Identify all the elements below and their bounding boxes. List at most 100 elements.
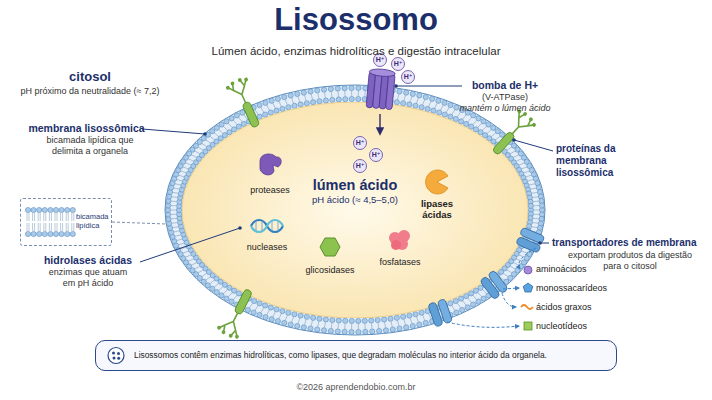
lipid-head	[382, 317, 387, 322]
lipid-head	[377, 328, 382, 333]
lipid-tail	[177, 239, 182, 240]
lipid-tail	[206, 140, 210, 143]
lipid-head	[519, 171, 524, 176]
lipid-head	[167, 194, 172, 199]
lipid-head	[219, 293, 224, 298]
lipid-tail	[219, 287, 223, 291]
glycan-chain	[218, 309, 246, 339]
lipid-tail	[491, 133, 495, 136]
lipid-head	[486, 293, 491, 298]
lipid-tail	[27, 213, 29, 231]
lipid-head	[236, 124, 241, 129]
lipid-tail	[404, 319, 405, 324]
transporter-half	[428, 302, 443, 327]
region-note: pH próximo da neutralidade (≈ 7,2)	[8, 86, 172, 97]
lipid-head	[504, 279, 509, 284]
membrane-protein	[486, 107, 538, 161]
lipid-tail	[239, 298, 242, 302]
lipid-head	[523, 179, 528, 184]
leader-line	[540, 243, 549, 244]
callout-heading: proteínas da membrana lisossômica	[556, 143, 661, 179]
lipid-head	[330, 97, 335, 102]
lipid-tail	[338, 91, 339, 96]
lipid-head	[410, 91, 415, 96]
lipid-head	[528, 199, 533, 204]
lipid-head	[166, 203, 171, 208]
lipid-tail	[261, 108, 264, 113]
text-group: bicamada lipídica	[76, 212, 112, 230]
lipid-head	[413, 103, 418, 108]
glycan-tip	[237, 78, 242, 83]
lipid-head	[191, 164, 196, 169]
lipid-head	[328, 86, 333, 91]
lipid-tail	[324, 322, 326, 327]
lipid-head	[183, 260, 188, 265]
lipid-tail	[519, 255, 524, 257]
note-icon-dot	[117, 357, 120, 360]
lipid-head	[193, 272, 198, 277]
lipid-tail	[487, 287, 491, 291]
lipid-tail	[206, 277, 210, 280]
note-icon-dot	[112, 352, 115, 355]
lipid-head	[301, 325, 306, 330]
lipid-head	[257, 312, 262, 317]
lipid-tail	[49, 213, 51, 231]
lipid-head	[191, 251, 196, 256]
lipid-head	[417, 322, 422, 327]
lipid-head	[263, 303, 268, 308]
lipid-tail	[473, 120, 477, 124]
transporter-half	[437, 299, 452, 324]
lipid-head	[528, 203, 533, 208]
lipid-head	[268, 305, 273, 310]
text-group: lúmen ácidopH ácido (≈ 4,5–5,0)	[285, 176, 425, 206]
lipid-head	[219, 122, 224, 127]
lipid-head	[464, 121, 469, 126]
lipid-tail	[174, 188, 179, 190]
lipid-head	[343, 97, 348, 102]
lipid-tail	[533, 218, 538, 219]
lipid-tail	[33, 213, 35, 231]
lipid-head	[315, 327, 320, 332]
glycan-tip	[531, 122, 536, 127]
lipid-head	[524, 159, 529, 164]
lipid-head	[205, 132, 210, 137]
lipid-head	[42, 207, 47, 212]
lipid-head	[169, 230, 174, 235]
lipid-head	[356, 318, 361, 323]
lipid-head	[515, 147, 520, 152]
transporter	[480, 270, 509, 300]
lipid-head	[524, 183, 529, 188]
lipid-head	[478, 285, 483, 290]
lipid-tail	[487, 130, 491, 134]
pump-subunit	[366, 72, 376, 108]
lipid-tail	[171, 214, 176, 215]
lipid-head	[401, 101, 406, 106]
lipid-tail	[528, 180, 533, 181]
lipid-tail	[311, 321, 312, 326]
lipid-head	[473, 127, 478, 132]
lipid-tail	[224, 126, 228, 130]
lipid-head	[282, 320, 287, 325]
lipid-head	[511, 143, 516, 148]
text-group: proteases	[240, 185, 300, 196]
lipid-tail	[522, 251, 527, 253]
lipid-tail	[214, 284, 218, 287]
lipid-tail	[410, 97, 412, 102]
text-group: fosfatases	[370, 257, 430, 268]
lipid-tail	[534, 214, 539, 215]
lipid-head	[210, 129, 215, 134]
lipid-tail	[371, 91, 372, 96]
export-arrow	[447, 322, 519, 327]
lipid-tail	[529, 235, 534, 236]
lipid-head	[31, 207, 36, 212]
lipid-head	[252, 116, 257, 121]
lipid-head	[524, 256, 529, 261]
lipid-head	[257, 114, 262, 119]
lipid-head	[177, 212, 182, 217]
membrane-protein	[216, 285, 260, 341]
lipid-head	[166, 198, 171, 203]
enzyme-name: nucleases	[236, 242, 298, 253]
lipid-head	[311, 315, 316, 320]
lipid-head	[515, 268, 520, 273]
